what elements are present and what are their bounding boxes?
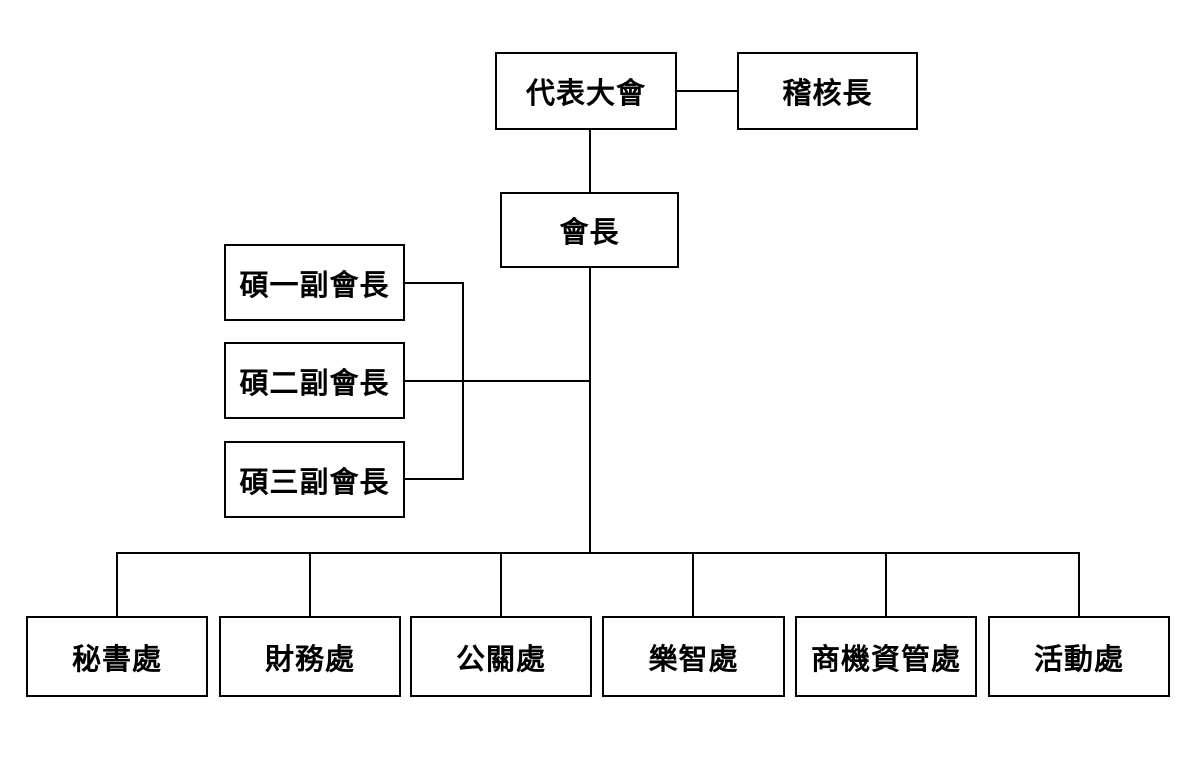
connector-drop-public-relations <box>500 553 502 616</box>
org-node-vp-master-year2: 碩二副會長 <box>224 342 405 419</box>
connector-vp1-bracket <box>405 282 464 284</box>
org-node-activities: 活動處 <box>988 616 1170 697</box>
connector-drop-lezhi <box>692 553 694 616</box>
org-node-label-representative-assembly: 代表大會 <box>525 78 646 110</box>
org-node-label-public-relations: 公關處 <box>455 643 546 676</box>
org-node-label-president: 會長 <box>559 217 620 249</box>
connector-president-trunk <box>589 268 591 554</box>
connector-drop-secretariat <box>116 553 118 616</box>
org-node-label-business-info-mgmt: 商機資管處 <box>810 643 961 676</box>
org-node-public-relations: 公關處 <box>410 616 592 697</box>
org-node-label-activities: 活動處 <box>1033 643 1124 676</box>
connector-bracket-vertical <box>462 282 464 480</box>
org-node-vp-master-year1: 碩一副會長 <box>224 244 405 321</box>
org-node-label-lezhi: 樂智處 <box>648 643 739 676</box>
connector-drop-business-info <box>885 553 887 616</box>
org-node-vp-master-year3: 碩三副會長 <box>224 441 405 518</box>
connector-vp2-trunk <box>405 380 590 382</box>
org-node-label-vp-master-year2: 碩二副會長 <box>239 367 390 400</box>
org-node-label-secretariat: 秘書處 <box>71 643 162 676</box>
org-node-lezhi: 樂智處 <box>602 616 785 697</box>
org-node-label-vp-master-year1: 碩一副會長 <box>239 269 390 302</box>
org-node-label-chief-auditor: 稽核長 <box>782 78 873 110</box>
org-node-president: 會長 <box>500 192 679 268</box>
org-node-finance: 財務處 <box>219 616 401 697</box>
org-node-business-info-mgmt: 商機資管處 <box>795 616 977 697</box>
connector-drop-activities <box>1078 553 1080 616</box>
org-node-secretariat: 秘書處 <box>26 616 208 697</box>
org-node-representative-assembly: 代表大會 <box>495 52 677 130</box>
org-node-label-finance: 財務處 <box>264 643 355 676</box>
connector-assembly-president <box>589 130 591 192</box>
org-node-chief-auditor: 稽核長 <box>737 52 918 130</box>
org-node-label-vp-master-year3: 碩三副會長 <box>239 466 390 499</box>
connector-drop-finance <box>309 553 311 616</box>
connector-vp3-bracket <box>405 478 464 480</box>
connector-assembly-auditor <box>677 90 737 92</box>
connector-bottom-rail <box>116 552 1080 554</box>
